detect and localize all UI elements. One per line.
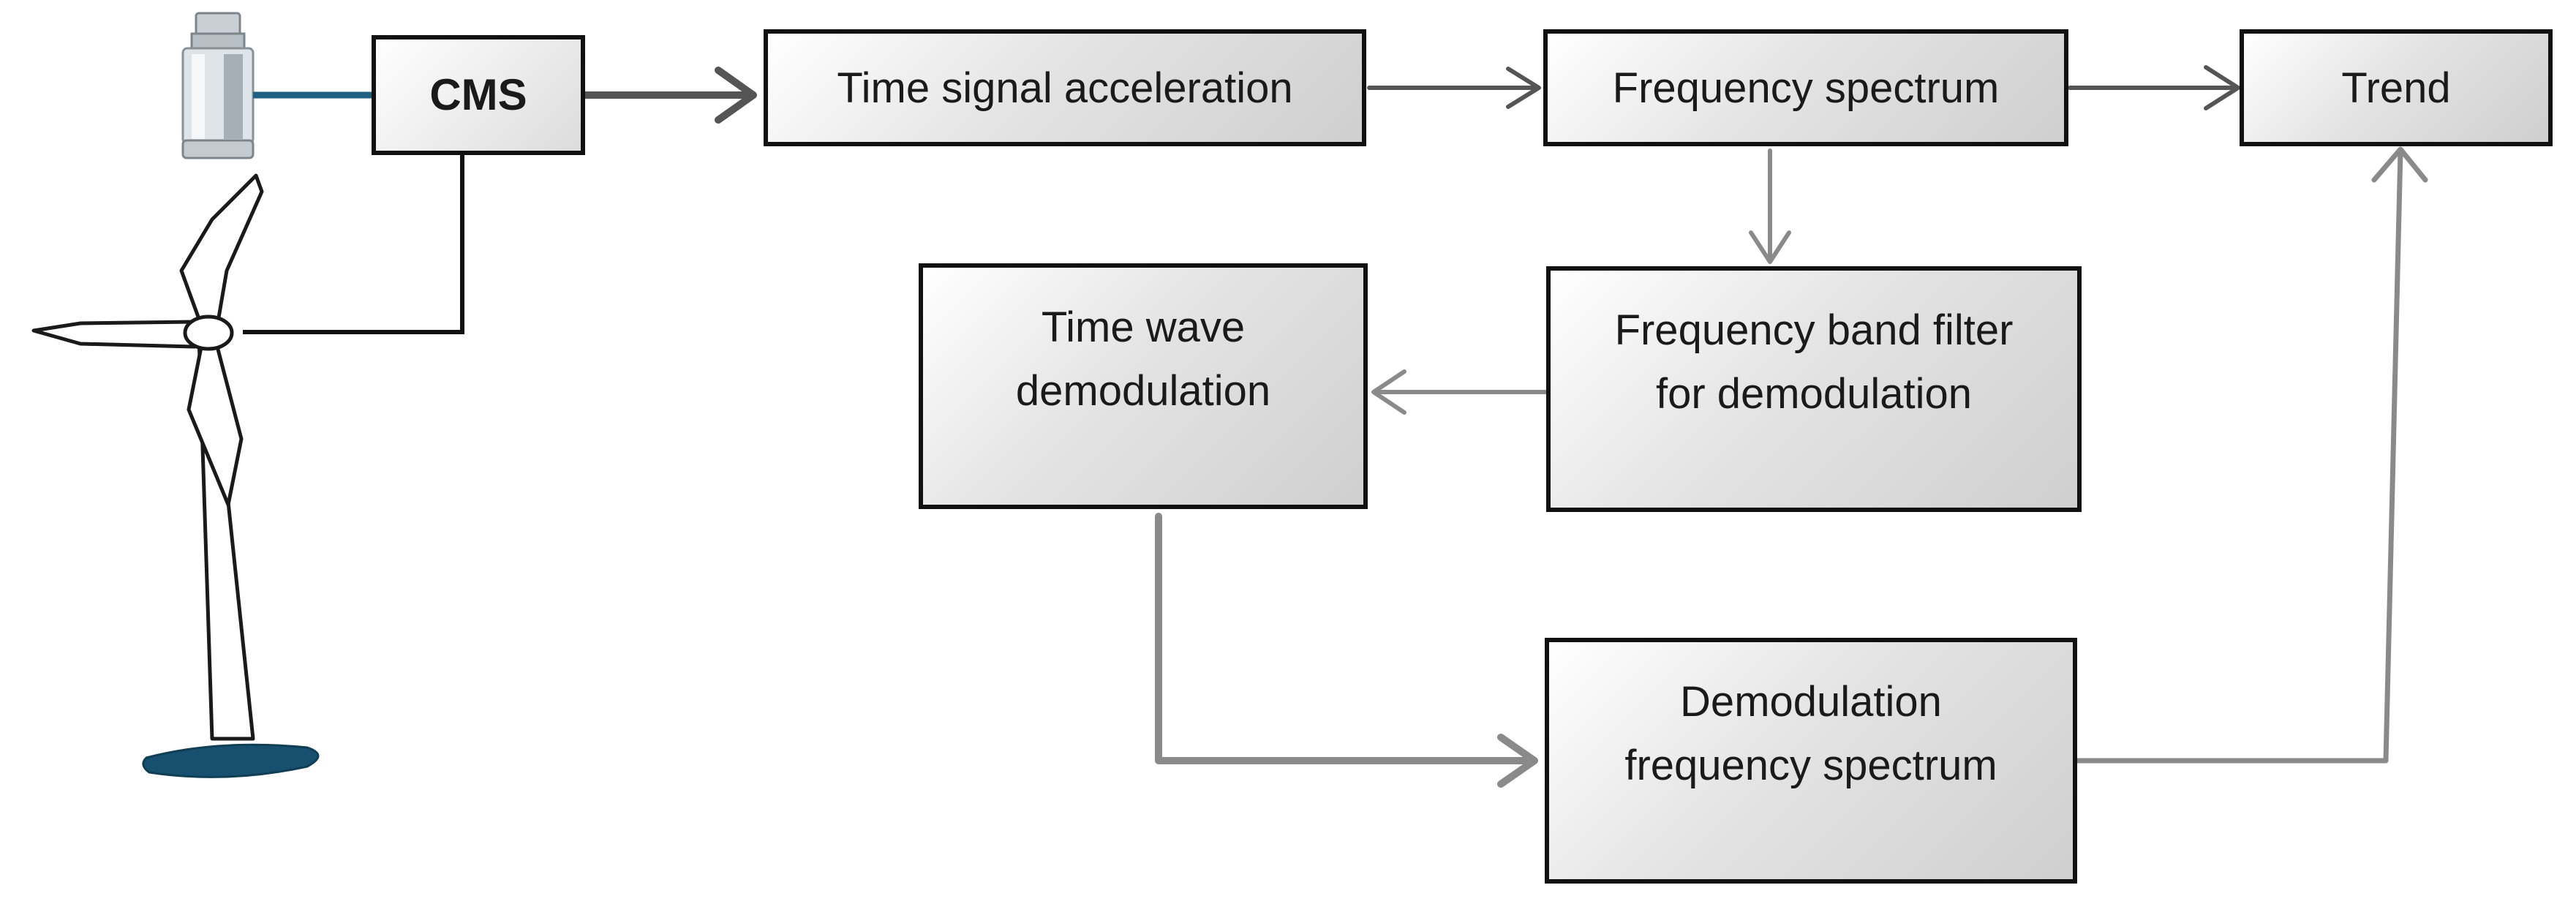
band-filter-box: Frequency band filter for demodulation xyxy=(1546,266,2082,512)
wind-turbine-icon xyxy=(31,173,320,778)
trend-label: Trend xyxy=(2341,64,2451,112)
arrow-spectrum-to-band-filter xyxy=(1749,148,1791,264)
turbine-cable xyxy=(243,155,464,334)
band-filter-label: Frequency band filter for demodulation xyxy=(1614,306,2014,418)
time-signal-box: Time signal acceleration xyxy=(764,29,1366,146)
frequency-spectrum-box: Frequency spectrum xyxy=(1543,29,2068,146)
arrow-demod-spectrum-to-trend xyxy=(2074,146,2428,764)
arrow-cms-to-time-signal xyxy=(581,67,757,124)
cms-label: CMS xyxy=(429,70,527,119)
arrow-time-signal-to-spectrum xyxy=(1367,67,1541,109)
vibration-sensor-icon xyxy=(181,12,255,159)
time-wave-label: Time wave demodulation xyxy=(1015,304,1271,415)
arrow-spectrum-to-trend xyxy=(2068,65,2240,110)
frequency-spectrum-label: Frequency spectrum xyxy=(1612,64,2000,112)
arrow-time-wave-to-demod-spectrum xyxy=(1155,513,1538,788)
time-signal-label: Time signal acceleration xyxy=(837,64,1293,112)
trend-box: Trend xyxy=(2240,29,2553,146)
demod-spectrum-label: Demodulation frequency spectrum xyxy=(1624,678,1997,789)
time-wave-box: Time wave demodulation xyxy=(919,263,1368,509)
cms-box: CMS xyxy=(372,35,585,155)
demod-spectrum-box: Demodulation frequency spectrum xyxy=(1545,638,2077,884)
arrow-band-filter-to-time-wave xyxy=(1371,369,1548,415)
